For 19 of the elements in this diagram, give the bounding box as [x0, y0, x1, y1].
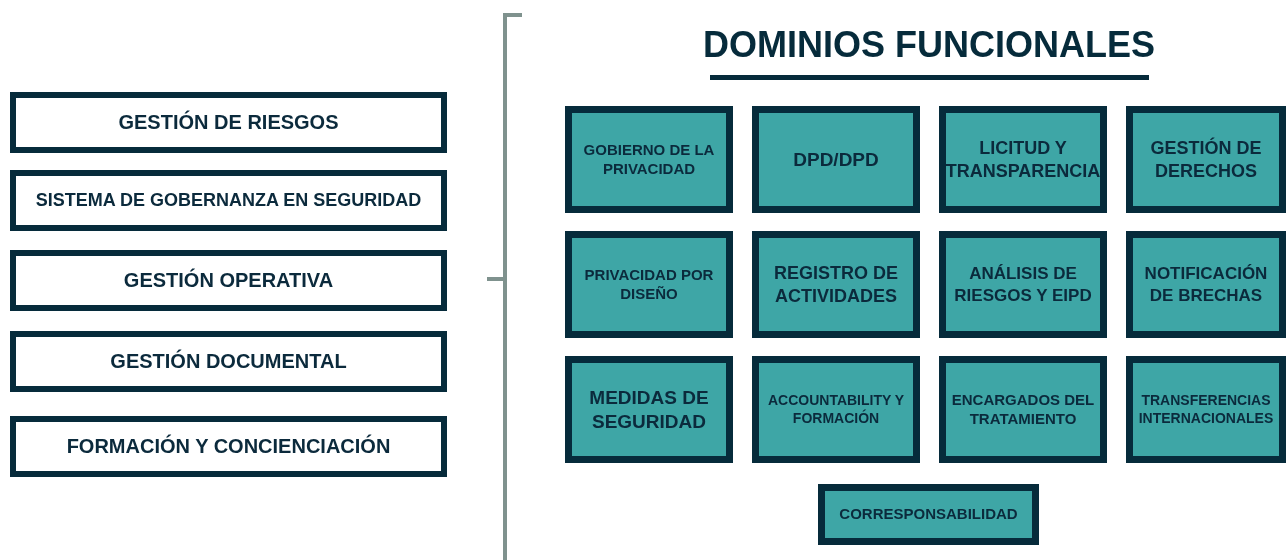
- domain-box: TRANSFERENCIAS INTERNACIONALES: [1126, 356, 1286, 463]
- domain-box: NOTIFICACIÓN DE BRECHAS: [1126, 231, 1286, 338]
- domain-box: CORRESPONSABILIDAD: [818, 484, 1039, 545]
- domain-box: DPD/DPD: [752, 106, 920, 213]
- domain-box: LICITUD Y TRANSPARENCIA: [939, 106, 1107, 213]
- domain-box: GESTIÓN DE DERECHOS: [1126, 106, 1286, 213]
- area-box: FORMACIÓN Y CONCIENCIACIÓN: [10, 416, 447, 477]
- domain-box: ENCARGADOS DEL TRATAMIENTO: [939, 356, 1107, 463]
- area-box: GESTIÓN OPERATIVA: [10, 250, 447, 311]
- domain-box: MEDIDAS DE SEGURIDAD: [565, 356, 733, 463]
- domain-box: ACCOUNTABILITY Y FORMACIÓN: [752, 356, 920, 463]
- area-box: GESTIÓN DE RIESGOS: [10, 92, 447, 153]
- domain-box: PRIVACIDAD POR DISEÑO: [565, 231, 733, 338]
- domain-box: ANÁLISIS DE RIESGOS Y EIPD: [939, 231, 1107, 338]
- area-box: SISTEMA DE GOBERNANZA EN SEGURIDAD: [10, 170, 447, 231]
- domain-box: REGISTRO DE ACTIVIDADES: [752, 231, 920, 338]
- area-box: GESTIÓN DOCUMENTAL: [10, 331, 447, 392]
- heading: DOMINIOS FUNCIONALES: [702, 24, 1156, 66]
- domain-box: GOBIERNO DE LA PRIVACIDAD: [565, 106, 733, 213]
